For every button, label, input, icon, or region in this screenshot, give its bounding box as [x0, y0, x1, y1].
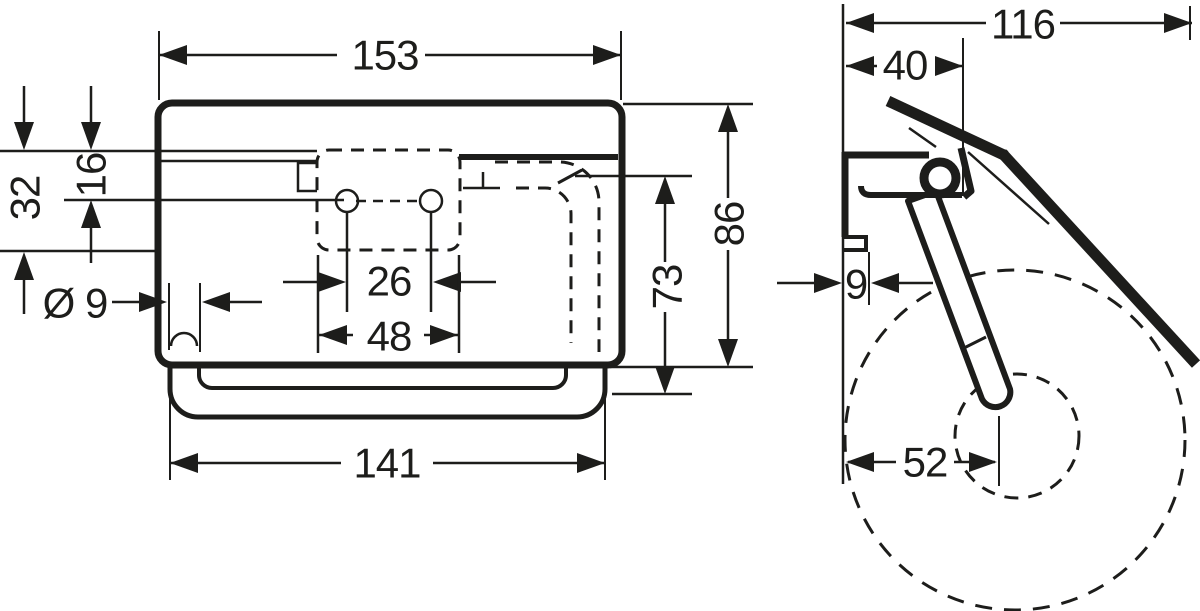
dimension-73: 73 — [575, 174, 692, 396]
dimension-32: 32 — [0, 86, 158, 314]
housing-dash-tick — [557, 168, 583, 185]
dim-26-label: 26 — [367, 258, 412, 305]
dim-52-label: 52 — [903, 439, 948, 486]
holder-body-front — [154, 99, 626, 369]
dim-116-label: 116 — [991, 1, 1055, 48]
dim-48-label: 48 — [367, 313, 412, 360]
roll-core-circle-hidden — [953, 372, 1081, 500]
dimension-dia9: Ø 9 — [43, 280, 262, 327]
dimension-52: 52 — [846, 416, 1000, 486]
dimension-153: 153 — [158, 31, 622, 100]
hinge-knuckle — [957, 147, 975, 200]
roll-arm-joint-line — [961, 335, 987, 351]
hinge-pin — [919, 157, 961, 199]
bar-end-arc — [169, 331, 199, 347]
dimension-16: 16 — [64, 86, 344, 263]
housing-hidden-outer — [495, 160, 601, 352]
dim-141-label: 141 — [353, 440, 420, 487]
mounting-hole-right — [418, 188, 444, 214]
plate-right-tab — [463, 172, 500, 190]
roll-bar-inner — [197, 362, 568, 390]
roll-bar-outer — [167, 362, 608, 420]
dim-86-label: 86 — [706, 202, 753, 247]
dim-dia9-label: Ø 9 — [43, 280, 108, 327]
roll-arm — [905, 188, 1014, 411]
dim-153-label: 153 — [351, 32, 418, 79]
dimension-9: 9 — [777, 252, 933, 308]
dim-16-label: 16 — [68, 153, 115, 198]
dim-32-label: 32 — [2, 176, 49, 221]
dimension-26: 26 — [283, 213, 496, 312]
dimension-141: 141 — [169, 370, 606, 487]
plate-left-tab — [296, 161, 317, 193]
housing-hidden-inner — [516, 186, 573, 343]
dim-73-label: 73 — [644, 265, 691, 310]
cover-flap-top — [885, 96, 1009, 161]
cover-flap-front — [997, 149, 1200, 368]
flap-underside-line — [908, 126, 937, 149]
dimension-86: 86 — [610, 102, 753, 369]
bar-end-extension-ticks — [168, 283, 201, 352]
arm-support-plate — [858, 185, 962, 198]
dimension-116: 116 — [846, 1, 1192, 48]
front-view — [0, 99, 626, 420]
roll-outer-circle-hidden — [843, 268, 1187, 611]
dim-40-label: 40 — [883, 42, 928, 89]
dimension-40: 40 — [846, 38, 964, 196]
side-view — [841, 4, 1200, 611]
dimension-48: 48 — [316, 255, 461, 360]
flap-inner-line — [967, 151, 1050, 225]
dim-9-label: 9 — [845, 261, 867, 308]
bracket-foot — [843, 235, 868, 252]
